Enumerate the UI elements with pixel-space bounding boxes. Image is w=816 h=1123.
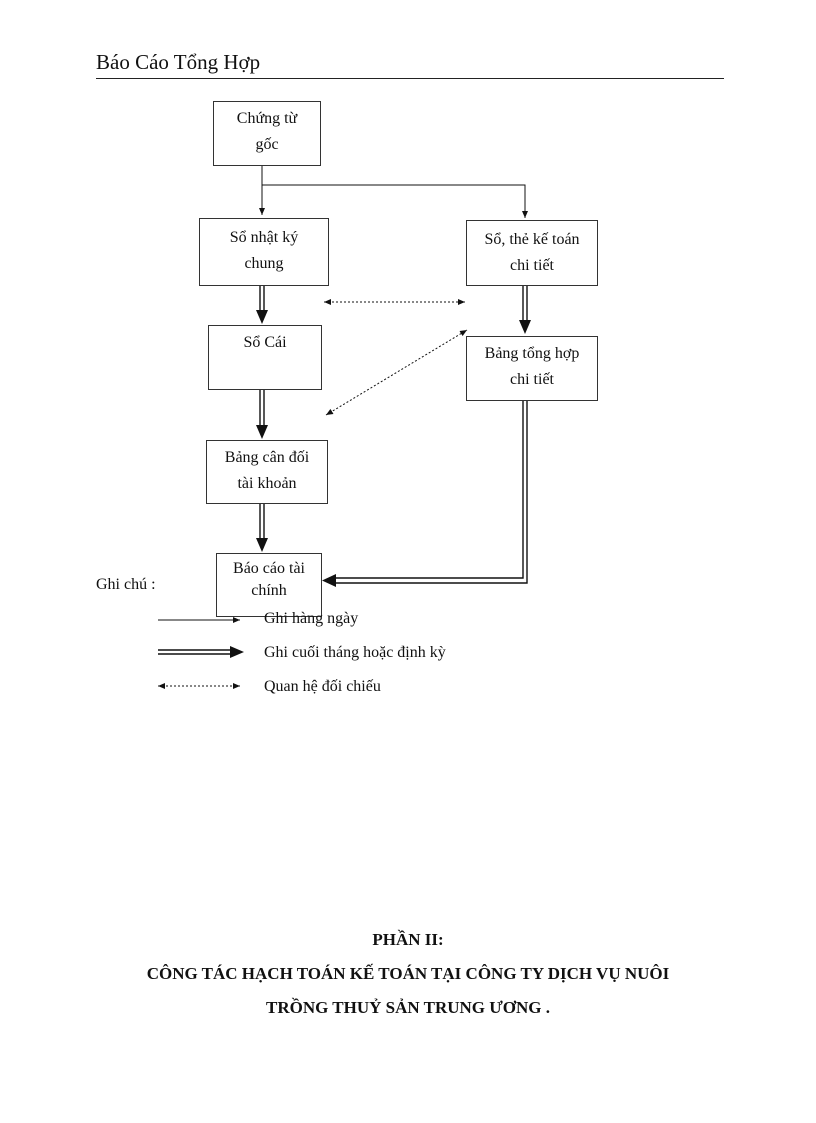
node-label: Chứng từ bbox=[236, 110, 298, 127]
node-label: Sổ nhật ký bbox=[229, 229, 299, 246]
node-label: Sổ, thẻ kế toán bbox=[484, 231, 580, 248]
arrow-sothe-to-bangtonghop bbox=[519, 286, 531, 334]
flowchart-connectors bbox=[158, 166, 531, 689]
node-label: Báo cáo tài bbox=[233, 560, 305, 577]
node-label: gốc bbox=[255, 136, 279, 153]
node-label: chi tiết bbox=[510, 257, 554, 274]
arrow-chungtu-to-sothe bbox=[262, 184, 528, 218]
node-so-nhat-ky-chung: Sổ nhật ký chung bbox=[199, 218, 329, 286]
node-label: chính bbox=[251, 582, 287, 599]
node-label: tài khoản bbox=[237, 475, 297, 492]
node-bao-cao-tai-chinh: Báo cáo tài chính bbox=[216, 553, 322, 617]
section-title-line-1: CÔNG TÁC HẠCH TOÁN KẾ TOÁN TẠI CÔNG TY D… bbox=[146, 964, 670, 983]
legend-label-periodic: Ghi cuối tháng hoặc định kỳ bbox=[264, 644, 446, 661]
node-label: chung bbox=[244, 255, 284, 272]
page-header-title: Báo Cáo Tổng Hợp bbox=[96, 50, 261, 74]
node-chung-tu-goc: Chứng từ gốc bbox=[213, 101, 321, 166]
node-bang-can-doi-tai-khoan: Bảng cân đối tài khoản bbox=[206, 440, 328, 504]
node-so-the-ke-toan-chi-tiet: Sổ, thẻ kế toán chi tiết bbox=[466, 220, 598, 286]
node-label: chi tiết bbox=[510, 371, 554, 388]
node-so-cai: Sổ Cái bbox=[208, 325, 322, 390]
node-bang-tong-hop-chi-tiet: Bảng tổng hợp chi tiết bbox=[466, 336, 598, 401]
arrow-socai-to-bangcandoi bbox=[256, 390, 268, 439]
dotted-socai-bangtonghop bbox=[325, 329, 468, 416]
arrow-bangtonghop-to-baocao bbox=[322, 401, 528, 587]
section-part-heading: PHẦN II: bbox=[372, 930, 444, 949]
legend-double-arrow-sample bbox=[158, 646, 244, 658]
section-title-line-2: TRỒNG THUỶ SẢN TRUNG ƯƠNG . bbox=[266, 998, 550, 1017]
legend-title: Ghi chú : bbox=[96, 576, 156, 593]
arrow-nhatky-to-socai bbox=[256, 286, 268, 324]
legend-label-reconciliation: Quan hệ đối chiếu bbox=[264, 678, 381, 695]
legend-label-daily: Ghi hàng ngày bbox=[264, 610, 359, 627]
arrow-bangcandoi-to-baocao bbox=[256, 504, 268, 552]
header-rule bbox=[96, 78, 724, 79]
node-label: Sổ Cái bbox=[243, 334, 287, 351]
node-label: Bảng cân đối bbox=[224, 449, 310, 466]
node-label: Bảng tổng hợp bbox=[484, 345, 580, 362]
